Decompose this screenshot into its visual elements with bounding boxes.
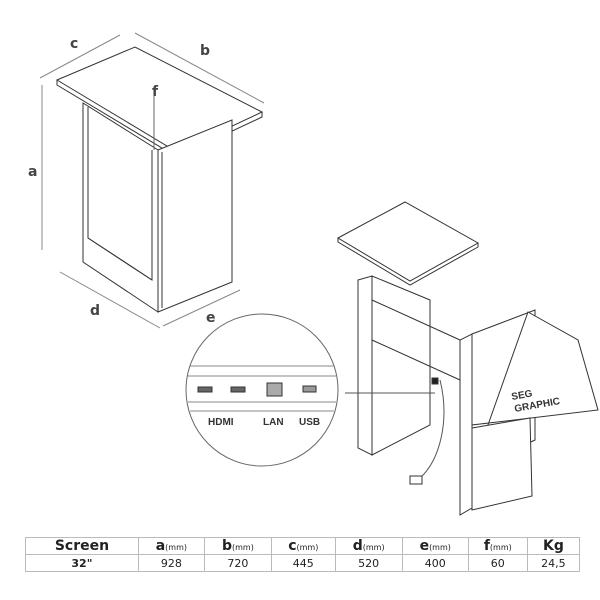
header-b: b(mm) [203,537,272,555]
hdmi-port-icon [197,386,213,393]
dim-label-f: f [152,84,159,100]
cell-e: 400 [401,554,469,572]
dim-label-a: a [28,164,37,180]
spec-table: Screen a(mm) b(mm) c(mm) d(mm) e(mm) f(m… [25,537,581,572]
cabinet-front-view [55,46,264,313]
cell-c: 445 [270,554,336,572]
dim-label-d: d [90,303,100,319]
spec-table-header: Screen a(mm) b(mm) c(mm) d(mm) e(mm) f(m… [25,537,581,555]
hdmi-label: HDMI [208,417,234,428]
dim-label-e: e [206,310,216,326]
header-d: d(mm) [334,537,403,555]
header-f: f(mm) [467,537,528,555]
header-a: a(mm) [137,537,205,555]
header-screen: Screen [25,537,139,555]
cell-d: 520 [334,554,403,572]
cell-a: 928 [137,554,205,572]
dim-label-b: b [200,43,210,59]
header-kg: Kg [526,537,581,555]
dim-label-c: c [70,36,78,52]
header-c: c(mm) [270,537,336,555]
hdmi-port-icon [230,386,246,393]
cabinet-open-view [336,201,599,516]
usb-port-icon [302,385,317,393]
cell-screen: 32" [25,554,139,572]
cell-f: 60 [467,554,528,572]
usb-label: USB [299,417,320,428]
dimension-lines [39,32,265,329]
header-e: e(mm) [401,537,469,555]
spec-table-row: 32" 928 720 445 520 400 60 24,5 [25,554,581,572]
cell-kg: 24,5 [526,554,581,572]
cell-b: 720 [203,554,272,572]
lan-label: LAN [263,417,284,428]
ports-callout [185,313,339,467]
seg-graphic-label-line1: SEG [511,388,534,403]
lan-port-icon [266,382,283,397]
